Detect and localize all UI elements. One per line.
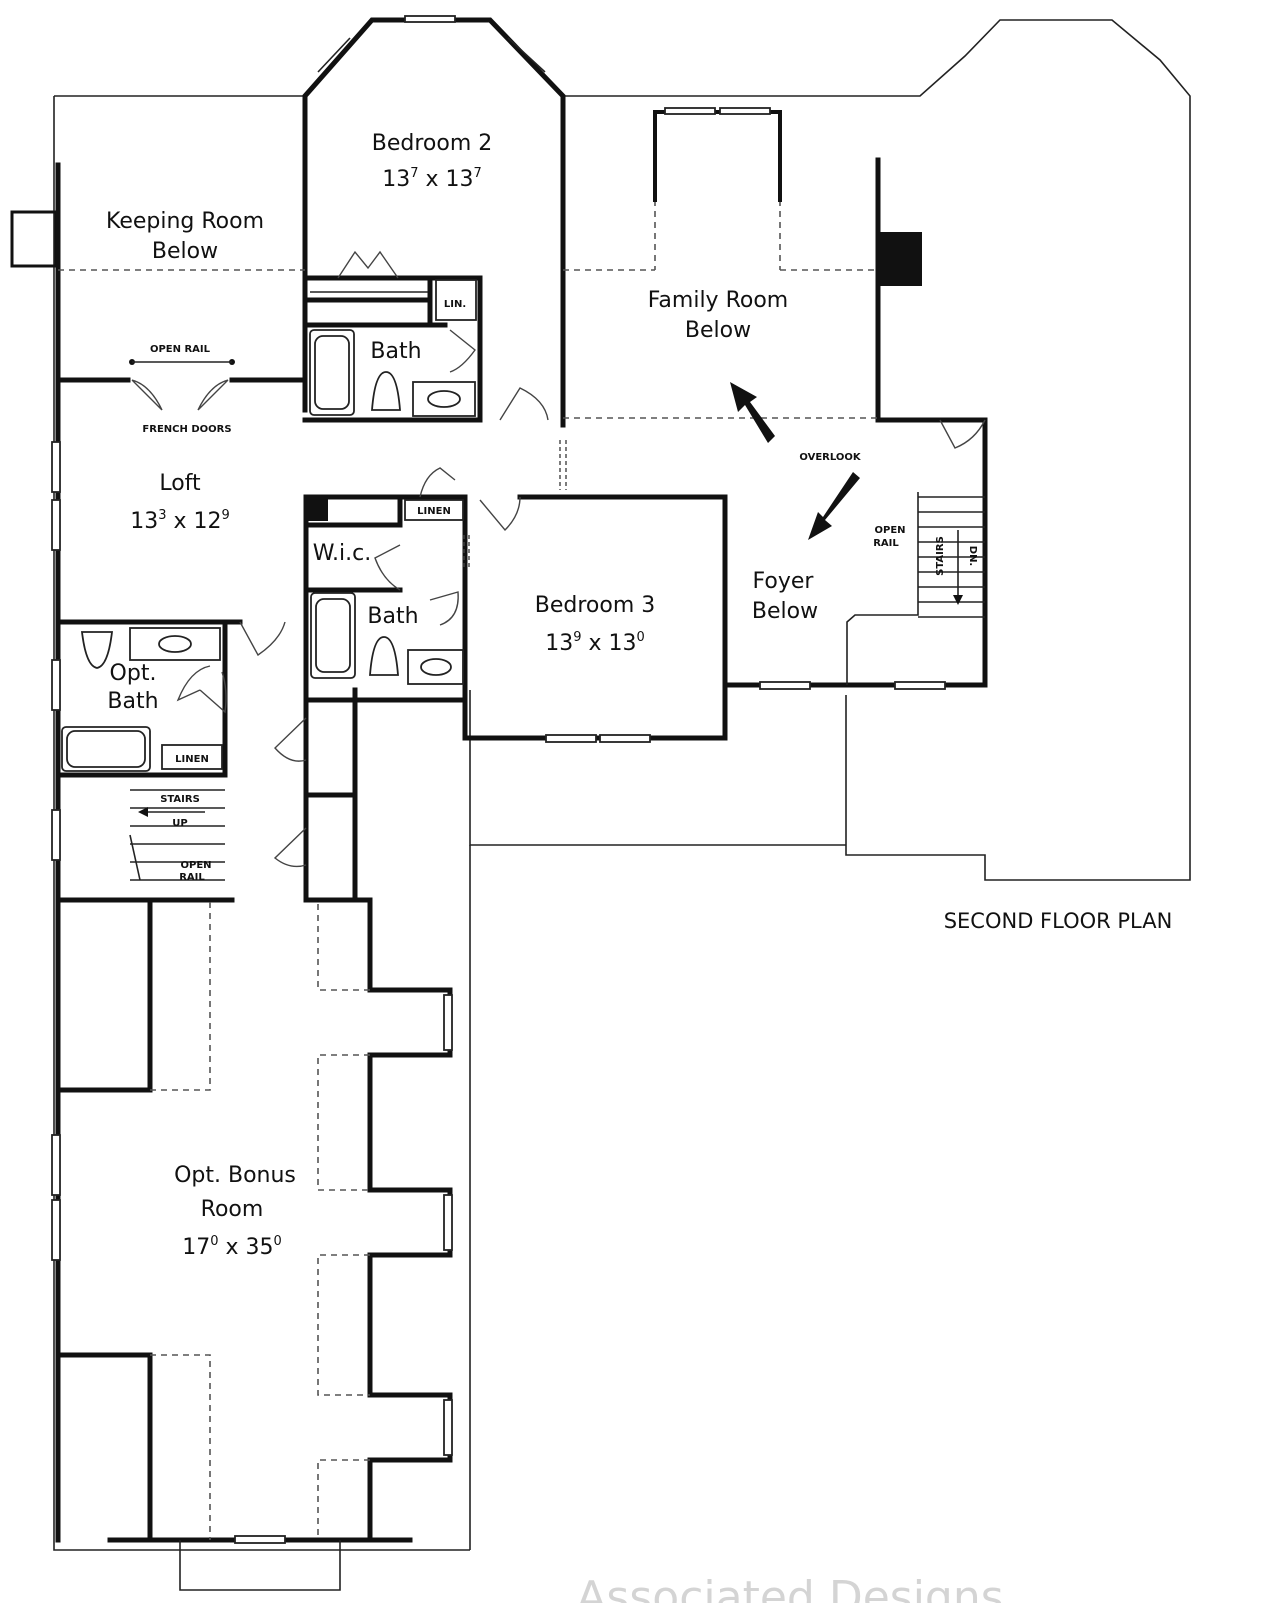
open-rail-low-label-2: RAIL xyxy=(179,872,205,883)
overlook-label: OVERLOOK xyxy=(799,452,862,463)
lower-floor-outline xyxy=(53,19,1191,1551)
family-room-window-bay xyxy=(653,107,782,202)
interior-walls xyxy=(10,157,988,1543)
bedroom-2-bay-wall xyxy=(302,15,566,428)
keeping-room-label: Keeping Room xyxy=(106,209,264,234)
wic-label: W.i.c. xyxy=(313,541,371,566)
linen-label-bath: LINEN xyxy=(175,754,209,765)
window xyxy=(404,15,456,23)
linen-closet-label: LIN. xyxy=(444,299,466,310)
bonus-room-label-1: Opt. Bonus xyxy=(174,1163,296,1188)
french-doors-label: FRENCH DOORS xyxy=(142,424,231,435)
column xyxy=(306,497,328,521)
plan-caption: SECOND FLOOR PLAN xyxy=(944,909,1173,933)
opt-bath-label-2: Bath xyxy=(107,689,158,714)
stairs-up xyxy=(129,789,225,881)
bonus-room-dimensions: 170 x 350 xyxy=(182,1234,282,1260)
door-swings xyxy=(129,329,986,868)
keeping-room-below-label: Below xyxy=(152,239,218,264)
linen-label-wic: LINEN xyxy=(417,506,451,517)
stairs-down xyxy=(846,492,985,685)
bedroom-3-label: Bedroom 3 xyxy=(535,593,656,618)
open-rail-foyer-label-2: RAIL xyxy=(873,538,899,549)
stairs-down-label-2: DN. xyxy=(967,546,978,566)
overlook-arrows xyxy=(730,382,860,540)
bath-mid-label: Bath xyxy=(367,604,418,629)
stairs-up-label-1: STAIRS xyxy=(160,794,200,805)
open-rail-foyer-label-1: OPEN xyxy=(874,525,905,536)
family-room-below-label: Below xyxy=(685,318,751,343)
opt-bath-label-1: Opt. xyxy=(110,661,157,686)
loft-label: Loft xyxy=(159,471,201,496)
bonus-room-bump xyxy=(179,1540,341,1591)
stairs-down-label-1: STAIRS xyxy=(935,536,946,576)
bedroom-2-label: Bedroom 2 xyxy=(372,131,493,156)
bedroom-3-dimensions: 139 x 130 xyxy=(545,630,645,656)
foyer-label: Foyer xyxy=(753,569,815,594)
bath-upper-label: Bath xyxy=(370,339,421,364)
stairs-up-label-2: UP xyxy=(172,818,187,829)
open-rail-low-label-1: OPEN xyxy=(180,860,211,871)
fixtures xyxy=(61,250,477,772)
foyer-below-label: Below xyxy=(752,599,818,624)
open-to-below-lines xyxy=(58,200,878,1540)
windows xyxy=(51,441,946,1544)
watermark: Associated Designs xyxy=(576,1572,1003,1603)
open-rail-label: OPEN RAIL xyxy=(150,344,211,355)
chimney xyxy=(880,232,922,286)
bonus-room-label-2: Room xyxy=(201,1197,264,1222)
bedroom-2-dimensions: 137 x 137 xyxy=(382,166,482,192)
loft-dimensions: 133 x 129 xyxy=(130,508,230,534)
family-room-label: Family Room xyxy=(648,288,788,313)
